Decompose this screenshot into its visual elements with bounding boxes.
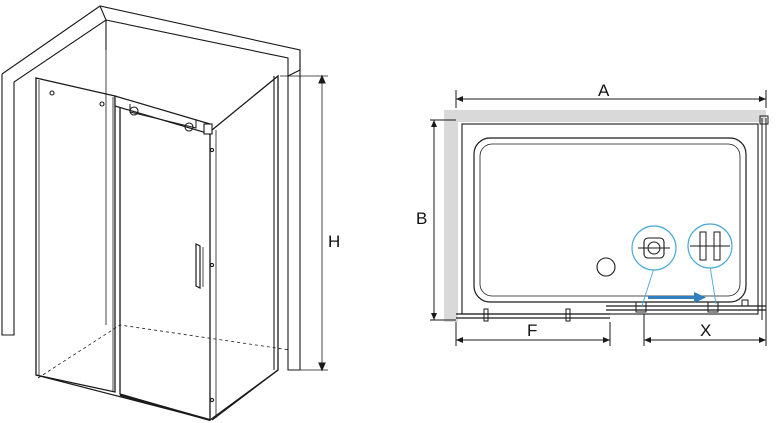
roller-clip-left (635, 301, 647, 313)
back-wall-top (105, 19, 289, 76)
roller-clip-right (707, 301, 719, 313)
floor-line (37, 324, 291, 379)
slide-direction-arrow (648, 292, 706, 303)
top-view (430, 90, 769, 346)
back-wall (444, 110, 766, 122)
left-wall-edge (1, 18, 107, 336)
height-label: H (328, 232, 340, 251)
fixed-panel (35, 77, 116, 393)
fixed-panel-label: F (527, 321, 537, 340)
perspective-view (1, 5, 328, 421)
width-label: A (598, 81, 610, 100)
tray-basin (473, 137, 747, 303)
left-wall (444, 110, 458, 322)
drain (596, 257, 616, 277)
depth-label: B (416, 209, 427, 228)
handle-icon (687, 223, 733, 305)
side-panel (211, 74, 279, 421)
roller-left (129, 106, 139, 116)
roller-right (184, 122, 194, 132)
opening-label: X (700, 321, 711, 340)
door-handle (195, 243, 201, 289)
roller-icon (631, 225, 677, 307)
shower-tray (461, 123, 759, 315)
